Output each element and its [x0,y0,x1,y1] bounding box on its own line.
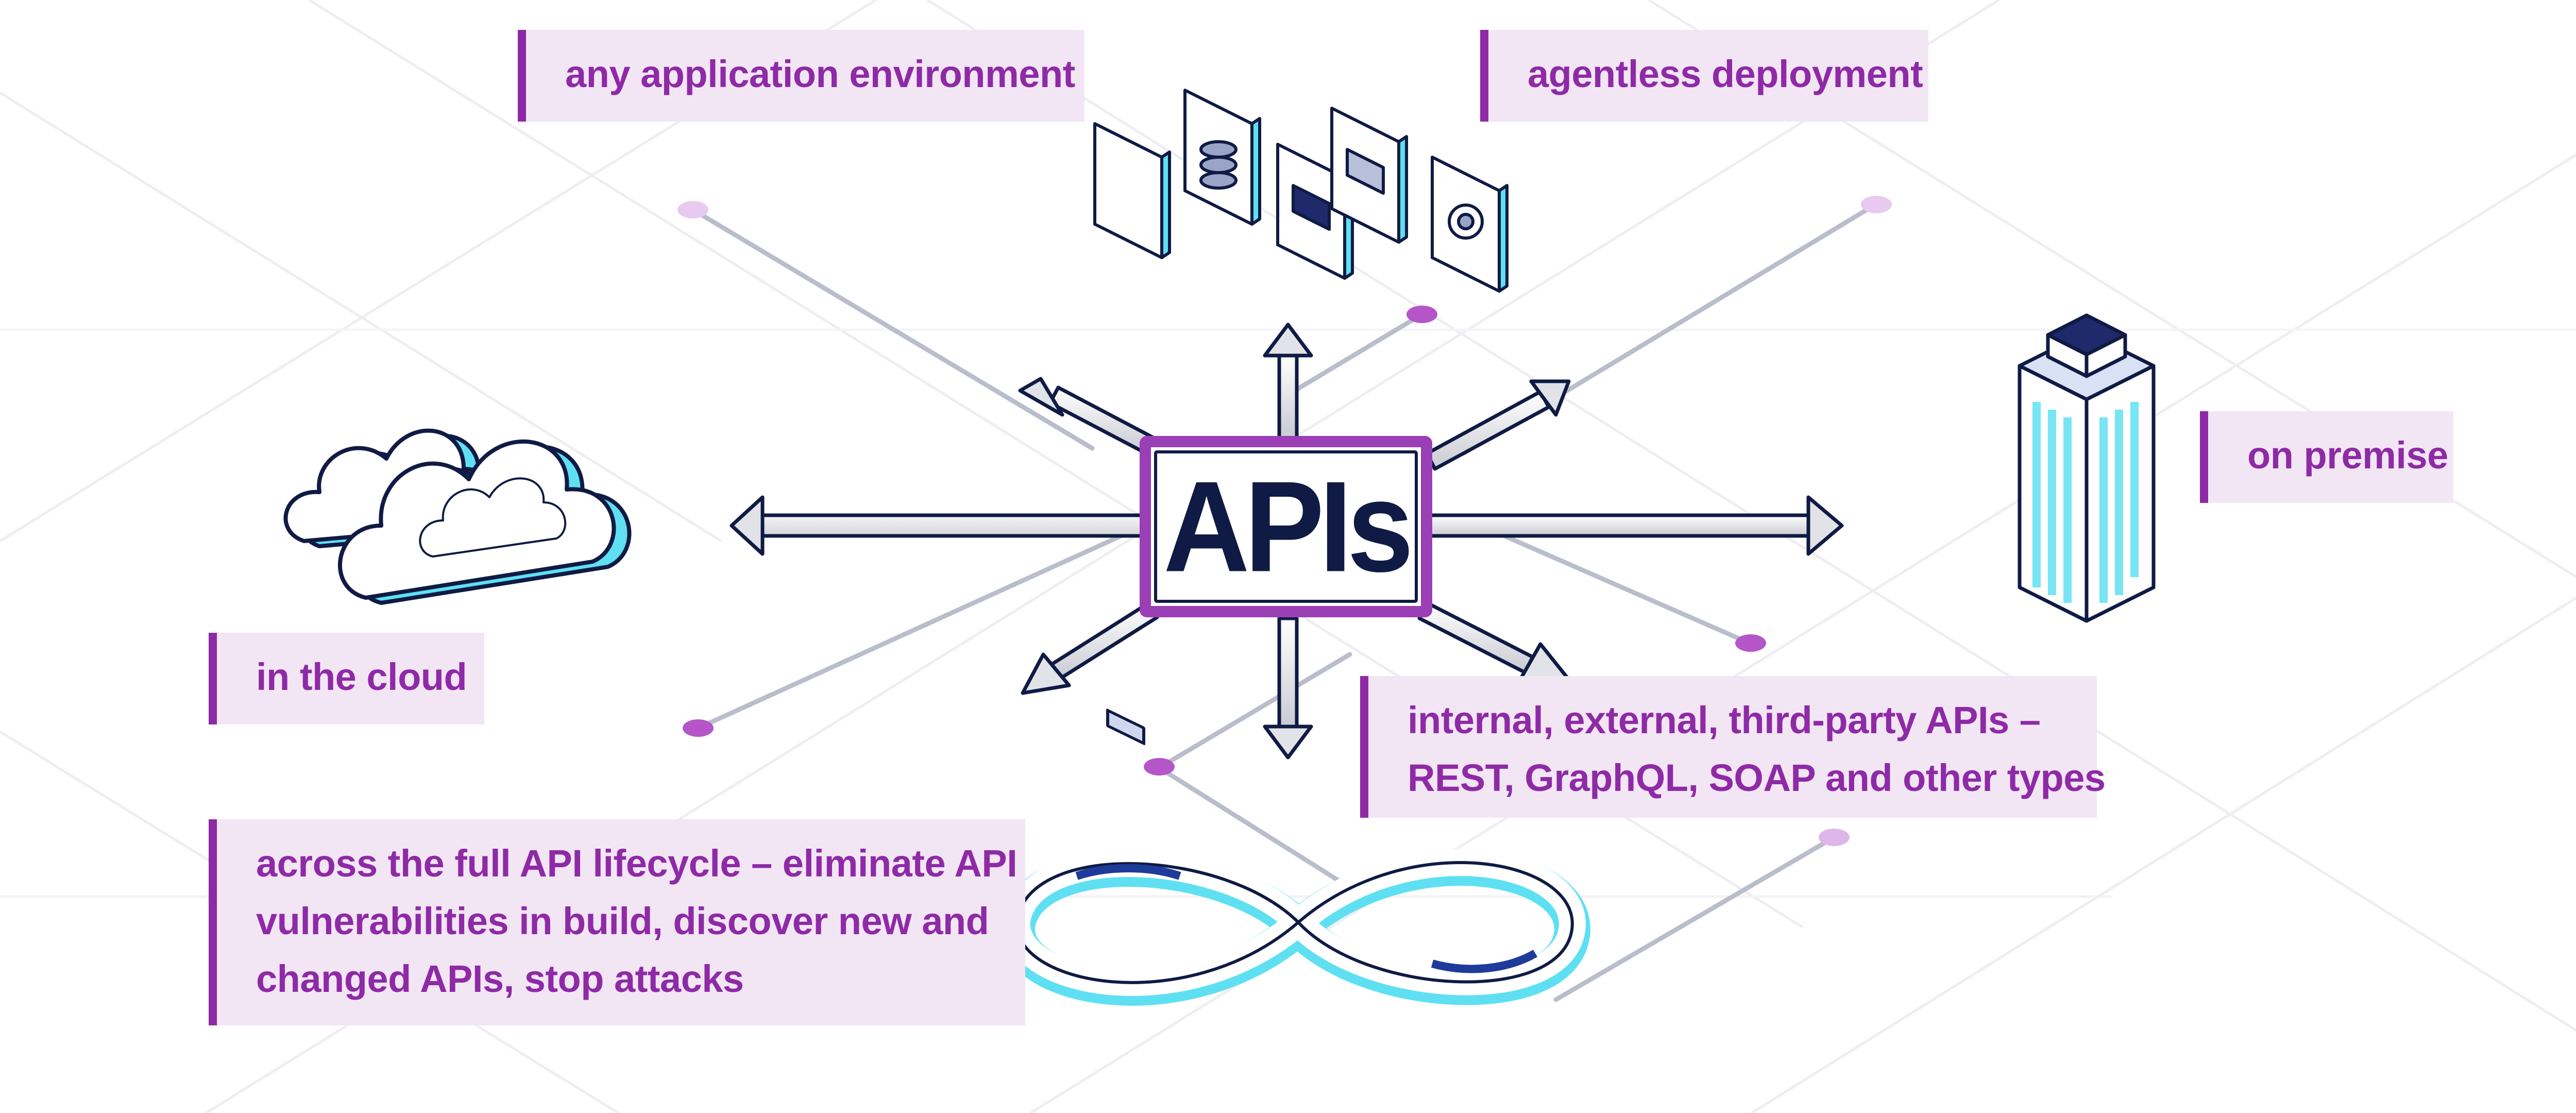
node-dot [683,719,714,737]
document-card [1330,107,1408,244]
document-card [1431,156,1509,293]
arrow-up-right-head [1529,379,1571,417]
arrow-up-icon [1277,353,1299,440]
arrow-right-head [1806,495,1844,556]
node-dot [1819,829,1850,846]
arrow-up-left-icon [1048,385,1156,456]
label-application-environment: any application environment [518,30,1084,122]
label-on-premise: on premise [2200,411,2453,503]
label-agentless-deployment: agentless deployment [1480,30,1928,122]
node-dot [1144,758,1175,775]
node-dot [1861,196,1892,213]
node-dots [677,196,1892,846]
label-api-types: internal, external, third-party APIs – R… [1360,676,2106,818]
document-card [1093,122,1171,746]
office-building-icon [2018,313,2156,623]
arrow-right-icon [1425,513,1810,538]
arrow-left-head [730,495,765,556]
arrow-down-right-icon [1417,601,1535,674]
node-dot [1406,306,1437,323]
arrow-up-head [1263,323,1313,358]
apis-center-label: APIs [1163,454,1414,599]
arrow-down-head [1263,724,1313,760]
label-api-lifecycle: across the full API lifecycle – eliminat… [209,819,1025,1025]
apis-center-box: APIs [1140,436,1432,617]
arrow-up-left-head [1018,377,1064,417]
arrow-down-left-head [1021,652,1071,695]
arrow-down-icon [1277,616,1299,729]
arrow-left-icon [730,507,1151,544]
infinity-loop-icon [998,849,1590,1006]
server-documents-icon [1093,89,1509,746]
node-dot [677,201,708,218]
label-in-the-cloud: in the cloud [209,633,484,724]
arrow-up-right-icon [1425,390,1551,471]
node-dot [1735,634,1766,652]
cloud-icon [283,428,632,605]
document-card [1183,89,1261,226]
